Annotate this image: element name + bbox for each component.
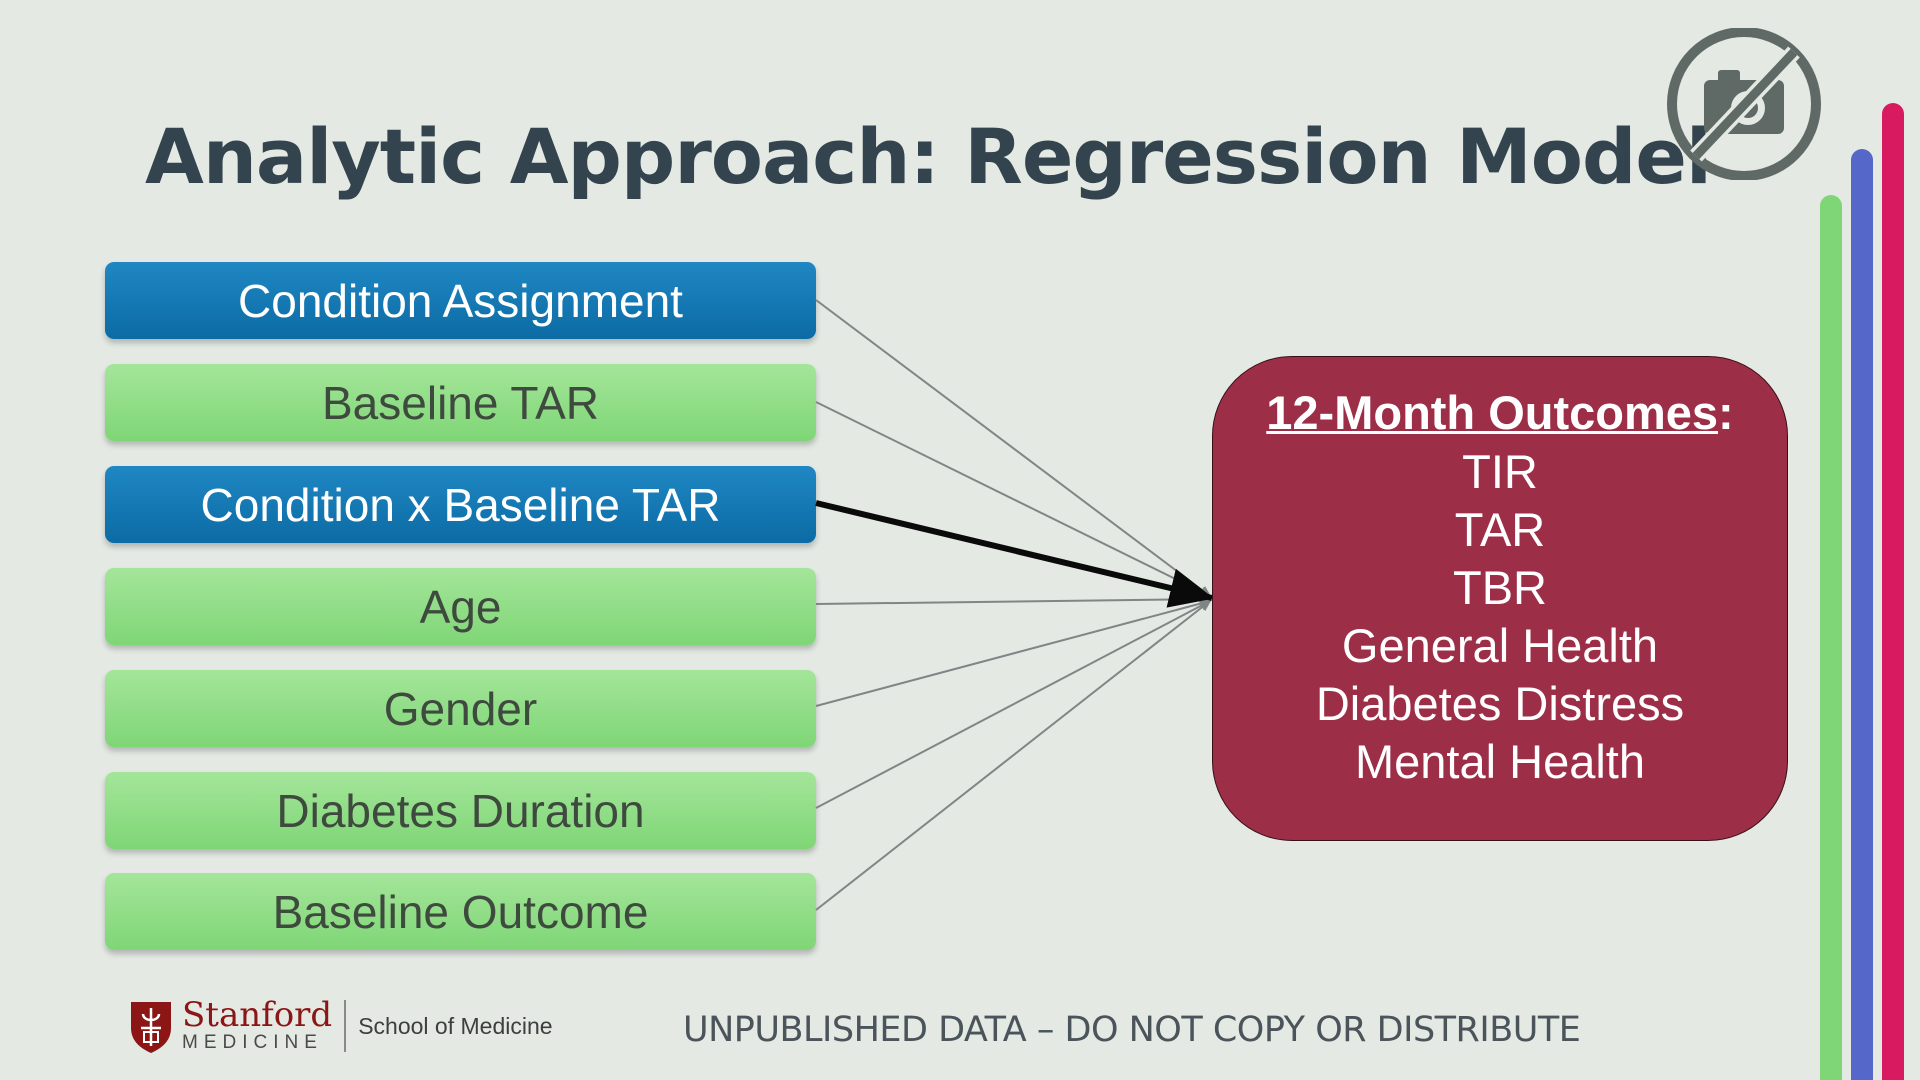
logo-name: Stanford [182,995,333,1035]
connector-line [815,401,1212,597]
logo-school: School of Medicine [358,1012,553,1039]
predictor-condition-assignment: Condition Assignment [105,262,816,339]
outcome-item: TAR [1454,503,1546,556]
logo-divider [344,1000,347,1052]
outcome-item: Mental Health [1355,735,1645,788]
outcomes-box: 12-Month Outcomes: TIR TAR TBR General H… [1212,356,1788,841]
outcome-item: TBR [1453,561,1547,614]
connector-line [815,299,1212,598]
connector-line [815,600,1212,809]
connector-line [815,598,1212,707]
no-photography-icon [1667,28,1821,180]
decorative-stripes [1820,103,1904,1080]
connector-line [815,599,1212,911]
connector-line [815,594,1212,605]
outcome-item: TIR [1462,445,1538,498]
predictor-diabetes-duration: Diabetes Duration [105,772,816,849]
outcome-item: Diabetes Distress [1315,677,1685,730]
footer-notice: UNPUBLISHED DATA – DO NOT COPY OR DISTRI… [683,1010,1581,1050]
logo-sub: MEDICINE [182,1032,323,1053]
predictor-condition-x-baseline-tar: Condition x Baseline TAR [105,466,816,543]
outcome-item: General Health [1341,619,1659,672]
stanford-medicine-logo: Stanford MEDICINE School of Medicine [128,996,553,1056]
stanford-shield-icon [131,1002,171,1053]
outcomes-heading: 12-Month Outcomes: [1266,386,1734,439]
predictor-baseline-tar: Baseline TAR [105,364,816,441]
predictor-baseline-outcome: Baseline Outcome [105,873,816,950]
slide-title: Analytic Approach: Regression Model [145,112,1712,201]
predictor-age: Age [105,568,816,645]
predictor-gender: Gender [105,670,816,747]
connector-line-emphasized [815,500,1214,608]
